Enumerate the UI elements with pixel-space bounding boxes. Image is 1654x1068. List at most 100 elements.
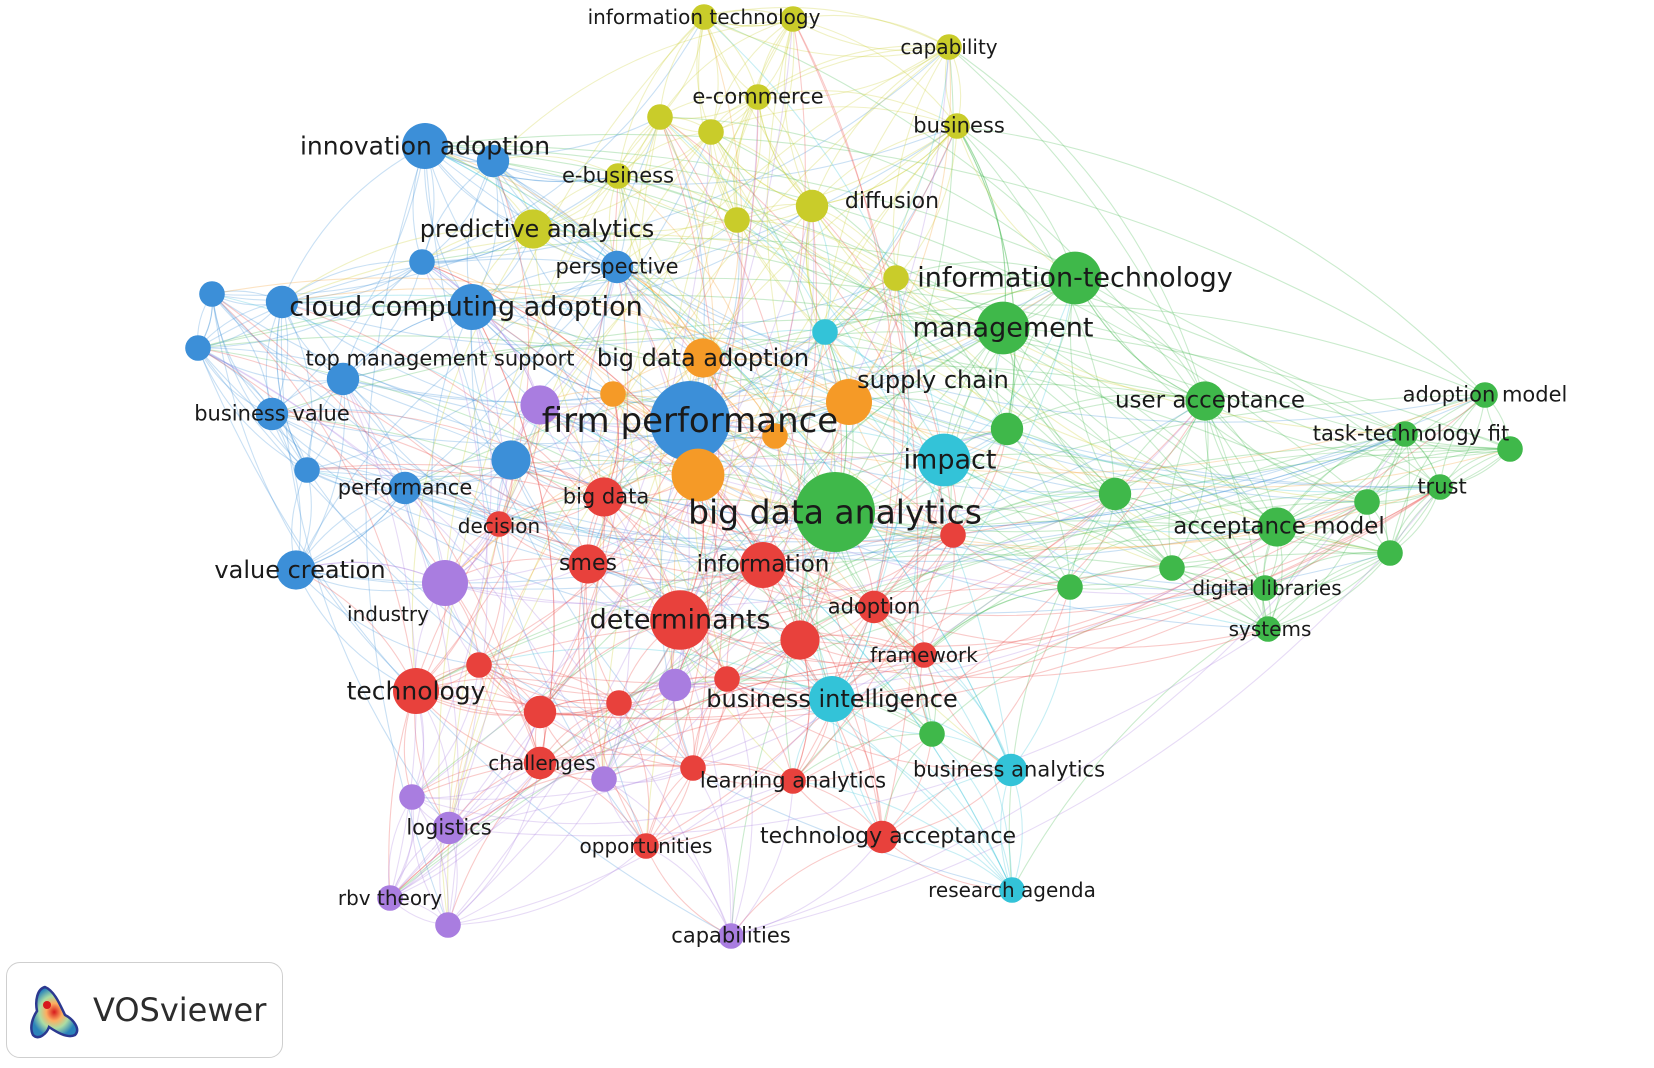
node-impact[interactable] bbox=[917, 433, 971, 487]
node-innovation-adoption[interactable] bbox=[402, 123, 448, 169]
node-trust[interactable] bbox=[1427, 474, 1453, 500]
node-blue-n7[interactable] bbox=[265, 285, 299, 319]
node-industry[interactable] bbox=[422, 560, 468, 606]
label-task-technology-fit[interactable]: task-technology fit bbox=[1312, 421, 1510, 446]
label-smes[interactable]: smes bbox=[559, 551, 617, 576]
label-business-analytics[interactable]: business analytics bbox=[912, 757, 1106, 782]
node-red-n4[interactable] bbox=[466, 652, 492, 678]
label-big-data-analytics[interactable]: big data analytics bbox=[688, 492, 982, 532]
node-blue-n2[interactable] bbox=[409, 249, 435, 275]
node-red-n2[interactable] bbox=[940, 522, 966, 548]
label-impact[interactable]: impact bbox=[903, 444, 997, 476]
node-green-n5[interactable] bbox=[1377, 540, 1403, 566]
node-red-n1[interactable] bbox=[780, 620, 820, 660]
label-business[interactable]: business bbox=[913, 113, 1005, 138]
label-big-data[interactable]: big data bbox=[562, 484, 650, 509]
label-challenges[interactable]: challenges bbox=[488, 751, 596, 775]
node-supply-chain[interactable] bbox=[826, 379, 872, 425]
label-digital-libraries[interactable]: digital libraries bbox=[1192, 576, 1342, 600]
label-diffusion[interactable]: diffusion bbox=[844, 189, 940, 214]
label-e-commerce[interactable]: e-commerce bbox=[692, 84, 824, 109]
node-big-data[interactable] bbox=[584, 477, 624, 517]
node-red-n7[interactable] bbox=[714, 666, 740, 692]
node-capabilities[interactable] bbox=[718, 923, 744, 949]
label-innovation-adoption[interactable]: innovation adoption bbox=[299, 131, 551, 161]
label-systems[interactable]: systems bbox=[1228, 617, 1312, 641]
node-green-n8[interactable] bbox=[919, 721, 945, 747]
node-technology[interactable] bbox=[393, 668, 439, 714]
node-digital-libraries[interactable] bbox=[1252, 575, 1278, 601]
node-blue-n6[interactable] bbox=[294, 457, 320, 483]
node-blue-n5[interactable] bbox=[491, 440, 531, 480]
node-acceptance-model[interactable] bbox=[1257, 507, 1297, 547]
label-research-agenda[interactable]: research agenda bbox=[928, 878, 1096, 902]
label-framework[interactable]: framework bbox=[870, 643, 978, 667]
node-diffusion[interactable] bbox=[795, 189, 829, 223]
node-business-value[interactable] bbox=[255, 397, 289, 431]
node-big-data-analytics[interactable] bbox=[795, 472, 875, 552]
label-cloud-computing-adoption[interactable]: cloud computing adoption bbox=[289, 291, 643, 323]
label-top-management-support[interactable]: top management support bbox=[305, 346, 575, 371]
node-red-n5[interactable] bbox=[606, 690, 632, 716]
node-e-commerce[interactable] bbox=[745, 84, 771, 110]
node-information-technology-hyphen[interactable] bbox=[1048, 251, 1102, 305]
node-smes[interactable] bbox=[568, 544, 608, 584]
node-business-analytics[interactable] bbox=[994, 753, 1028, 787]
label-trust[interactable]: trust bbox=[1417, 474, 1467, 499]
node-red-n6[interactable] bbox=[680, 755, 706, 781]
node-top-management-support[interactable] bbox=[326, 362, 360, 396]
node-cloud-computing-adoption[interactable] bbox=[449, 284, 495, 330]
label-information-technology[interactable]: information technology bbox=[587, 5, 821, 29]
label-performance[interactable]: performance bbox=[337, 475, 473, 500]
node-logistics[interactable] bbox=[432, 811, 466, 845]
node-decision[interactable] bbox=[486, 511, 512, 537]
label-business-intelligence[interactable]: business intelligence bbox=[706, 685, 958, 713]
node-predictive-analytics[interactable] bbox=[513, 209, 553, 249]
label-technology-acceptance[interactable]: technology acceptance bbox=[759, 824, 1017, 849]
node-yellow-n3[interactable] bbox=[724, 207, 750, 233]
label-perspective[interactable]: perspective bbox=[555, 254, 679, 279]
node-rbv-theory[interactable] bbox=[377, 885, 403, 911]
node-challenges[interactable] bbox=[523, 746, 557, 780]
label-management[interactable]: management bbox=[912, 312, 1094, 344]
node-adoption-model[interactable] bbox=[1472, 382, 1498, 408]
node-orange-n2[interactable] bbox=[600, 381, 626, 407]
label-firm-performance[interactable]: firm performance bbox=[541, 401, 839, 441]
label-rbv-theory[interactable]: rbv theory bbox=[337, 886, 443, 910]
node-adoption[interactable] bbox=[857, 590, 891, 624]
node-green-n6[interactable] bbox=[1159, 555, 1185, 581]
node-technology-acceptance[interactable] bbox=[865, 820, 899, 854]
node-green-n2[interactable] bbox=[990, 412, 1024, 446]
node-information[interactable] bbox=[740, 542, 786, 588]
node-purple-n5[interactable] bbox=[435, 912, 461, 938]
node-green-n4[interactable] bbox=[1497, 436, 1523, 462]
node-purple-n3[interactable] bbox=[591, 766, 617, 792]
node-business-intelligence[interactable] bbox=[809, 676, 855, 722]
label-technology[interactable]: technology bbox=[346, 676, 486, 706]
node-value-creation[interactable] bbox=[276, 550, 316, 590]
node-green-n3[interactable] bbox=[1354, 489, 1380, 515]
node-e-business[interactable] bbox=[605, 163, 631, 189]
label-big-data-adoption[interactable]: big data adoption bbox=[596, 344, 810, 372]
label-adoption[interactable]: adoption bbox=[827, 594, 921, 619]
node-purple-n2[interactable] bbox=[658, 668, 692, 702]
node-red-n3[interactable] bbox=[523, 695, 557, 729]
node-blue-n4[interactable] bbox=[185, 335, 211, 361]
label-information-technology-hyphen[interactable]: information-technology bbox=[917, 262, 1233, 294]
node-information-technology[interactable] bbox=[691, 4, 717, 30]
node-blue-n3[interactable] bbox=[199, 281, 225, 307]
label-industry[interactable]: industry bbox=[347, 602, 429, 626]
node-framework[interactable] bbox=[911, 642, 937, 668]
label-capability[interactable]: capability bbox=[900, 35, 998, 59]
node-systems[interactable] bbox=[1255, 616, 1281, 642]
node-orange-n1[interactable] bbox=[671, 448, 725, 502]
node-purple-n1[interactable] bbox=[520, 385, 560, 425]
node-blue-n1[interactable] bbox=[476, 144, 510, 178]
node-yellow-n4[interactable] bbox=[780, 6, 806, 32]
label-decision[interactable]: decision bbox=[457, 514, 541, 538]
node-opportunities[interactable] bbox=[633, 833, 659, 859]
label-value-creation[interactable]: value creation bbox=[214, 556, 386, 584]
node-performance[interactable] bbox=[388, 471, 422, 505]
label-e-business[interactable]: e-business bbox=[561, 163, 675, 188]
label-predictive-analytics[interactable]: predictive analytics bbox=[419, 215, 655, 243]
